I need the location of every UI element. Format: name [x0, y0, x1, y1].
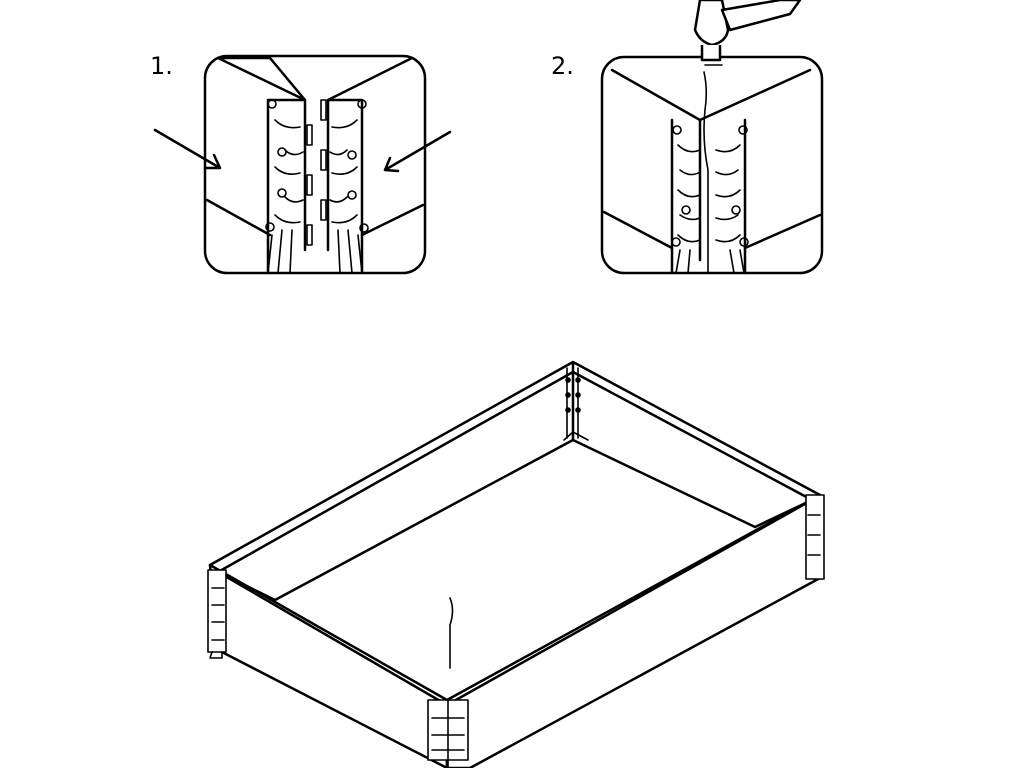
- step-1: 1.: [150, 52, 452, 275]
- assembled-pallet-collar: [207, 360, 825, 768]
- panel-bottom-lines: [602, 210, 822, 250]
- left-panel-edge: [216, 56, 307, 275]
- hinge-hooks: [671, 125, 749, 274]
- right-panel-edge: [326, 56, 414, 275]
- left-panel-bottom-line: [205, 198, 272, 237]
- hammer-icon: [693, 0, 802, 66]
- front-right-wall: [445, 493, 822, 768]
- step-1-frame: [203, 54, 427, 275]
- step-2: 2.: [551, 0, 824, 275]
- push-arrow-left-icon: [153, 128, 222, 170]
- hinge-pin: [703, 71, 709, 274]
- step-1-label: 1.: [150, 52, 173, 80]
- hinge-pin: [449, 597, 454, 669]
- screw-icons: [265, 99, 369, 233]
- right-panel-bottom-line: [360, 203, 425, 237]
- right-hinge-hooks: [320, 99, 363, 274]
- step-2-label: 2.: [551, 52, 574, 80]
- top-rim: [208, 360, 822, 567]
- push-arrow-right-icon: [383, 130, 452, 173]
- step-2-frame: [600, 55, 824, 275]
- front-left-wall: [208, 563, 449, 768]
- corner-hinges: [207, 367, 825, 768]
- joined-corner: [610, 68, 812, 275]
